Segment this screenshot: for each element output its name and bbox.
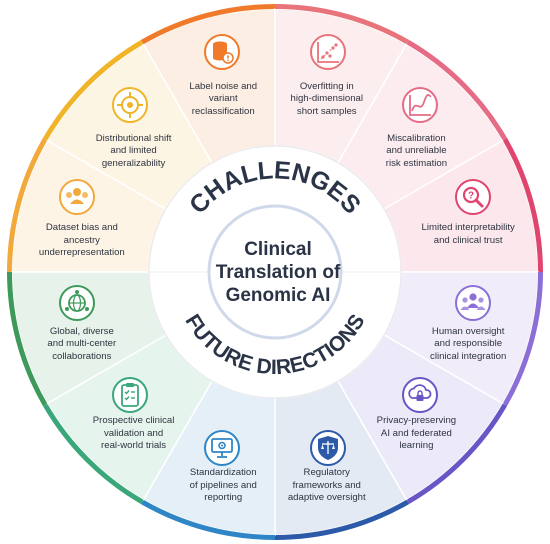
future-item-3-line-1: Regulatory <box>303 467 350 479</box>
future-item-3-line-2: frameworks and <box>292 479 361 491</box>
future-item-2-line-3: learning <box>399 440 434 452</box>
challenges-item-5-line-2: and unreliable <box>386 145 447 157</box>
future-item-5-line-1: Prospective clinical <box>92 415 175 427</box>
scatter-chart-icon <box>309 33 347 71</box>
challenges-item-4-line-1: Overfitting in <box>299 80 354 92</box>
center-title-line-1: Clinical <box>244 239 312 260</box>
challenges-item-4-line-3: short samples <box>296 105 357 117</box>
future-rim-5 <box>42 403 144 505</box>
challenges-rim-1 <box>7 138 48 272</box>
future-item-4-line-1: Standardization <box>189 467 257 479</box>
future-rim-3 <box>275 499 409 540</box>
future-rim-6 <box>7 272 48 406</box>
center-title: Clinical Translation of Genomic AI <box>190 238 366 307</box>
challenges-item-2-line-3: generalizability <box>101 157 166 169</box>
future-item-1-line-3: clinical integration <box>430 350 507 362</box>
cloud-lock-icon <box>401 376 439 414</box>
clipboard-check-icon <box>111 376 149 414</box>
magnifier-question-icon: ? <box>454 178 492 216</box>
future-item-1-line-2: and responsible <box>434 338 503 350</box>
line-chart-icon <box>401 86 439 124</box>
future-item-2-line-1: Privacy-preserving <box>376 415 457 427</box>
challenges-item-6-line-1: Limited interpretability <box>421 222 515 234</box>
challenges-item-3-line-2: variant <box>208 93 238 105</box>
future-item-6-line-1: Global, diverse <box>49 325 114 337</box>
future-rim-4 <box>141 499 275 540</box>
challenges-item-2-line-1: Distributional shift <box>95 132 172 144</box>
future-item-2-line-2: AI and federated <box>380 427 452 439</box>
future-item-1-line-1: Human oversight <box>431 325 505 337</box>
future-item-5-line-2: validation and <box>103 427 164 439</box>
target-icon <box>111 86 149 124</box>
center-disc <box>207 204 343 340</box>
future-rim-1 <box>502 272 543 406</box>
future-item-6-line-2: and multi-center <box>47 338 117 350</box>
center-title-line-2: Translation of <box>215 262 341 283</box>
globe-network-icon <box>58 284 96 322</box>
future-item-5-line-3: real-world trials <box>101 440 167 452</box>
scales-shield-icon <box>309 429 347 467</box>
people-collaboration-icon <box>454 284 492 322</box>
challenges-item-3-line-3: reclassification <box>191 105 255 117</box>
people-group-icon <box>58 178 96 216</box>
challenges-item-1-line-3: underrepresentation <box>38 247 125 259</box>
challenges-item-4-line-2: high-dimensional <box>290 93 364 105</box>
future-item-6-line-3: collaborations <box>52 350 112 362</box>
challenges-item-1-line-2: ancestry <box>63 234 100 246</box>
challenges-rim-3 <box>141 4 275 45</box>
challenges-item-5-line-1: Miscalibration <box>387 132 446 144</box>
monitor-gear-icon <box>203 429 241 467</box>
challenges-item-5-line-3: risk estimation <box>385 157 448 169</box>
challenges-item-2-line-2: and limited <box>110 145 157 157</box>
challenges-item-3-line-1: Label noise and <box>189 80 258 92</box>
challenges-item-1-line-1: Dataset bias and <box>45 222 118 234</box>
svg-text:?: ? <box>468 190 474 201</box>
ring-layer <box>148 145 402 399</box>
database-warning-icon <box>203 33 241 71</box>
challenges-rim-5 <box>406 39 508 141</box>
challenges-rim-2 <box>42 39 144 141</box>
challenges-rim-6 <box>502 138 543 272</box>
future-item-4-line-2: of pipelines and <box>189 479 257 491</box>
challenges-item-6-line-2: and clinical trust <box>433 234 503 246</box>
future-item-4-line-3: reporting <box>204 492 243 504</box>
center-title-line-3: Genomic AI <box>225 285 331 306</box>
future-item-3-line-3: adaptive oversight <box>287 492 366 504</box>
challenges-rim-4 <box>275 4 409 45</box>
future-rim-2 <box>406 403 508 505</box>
